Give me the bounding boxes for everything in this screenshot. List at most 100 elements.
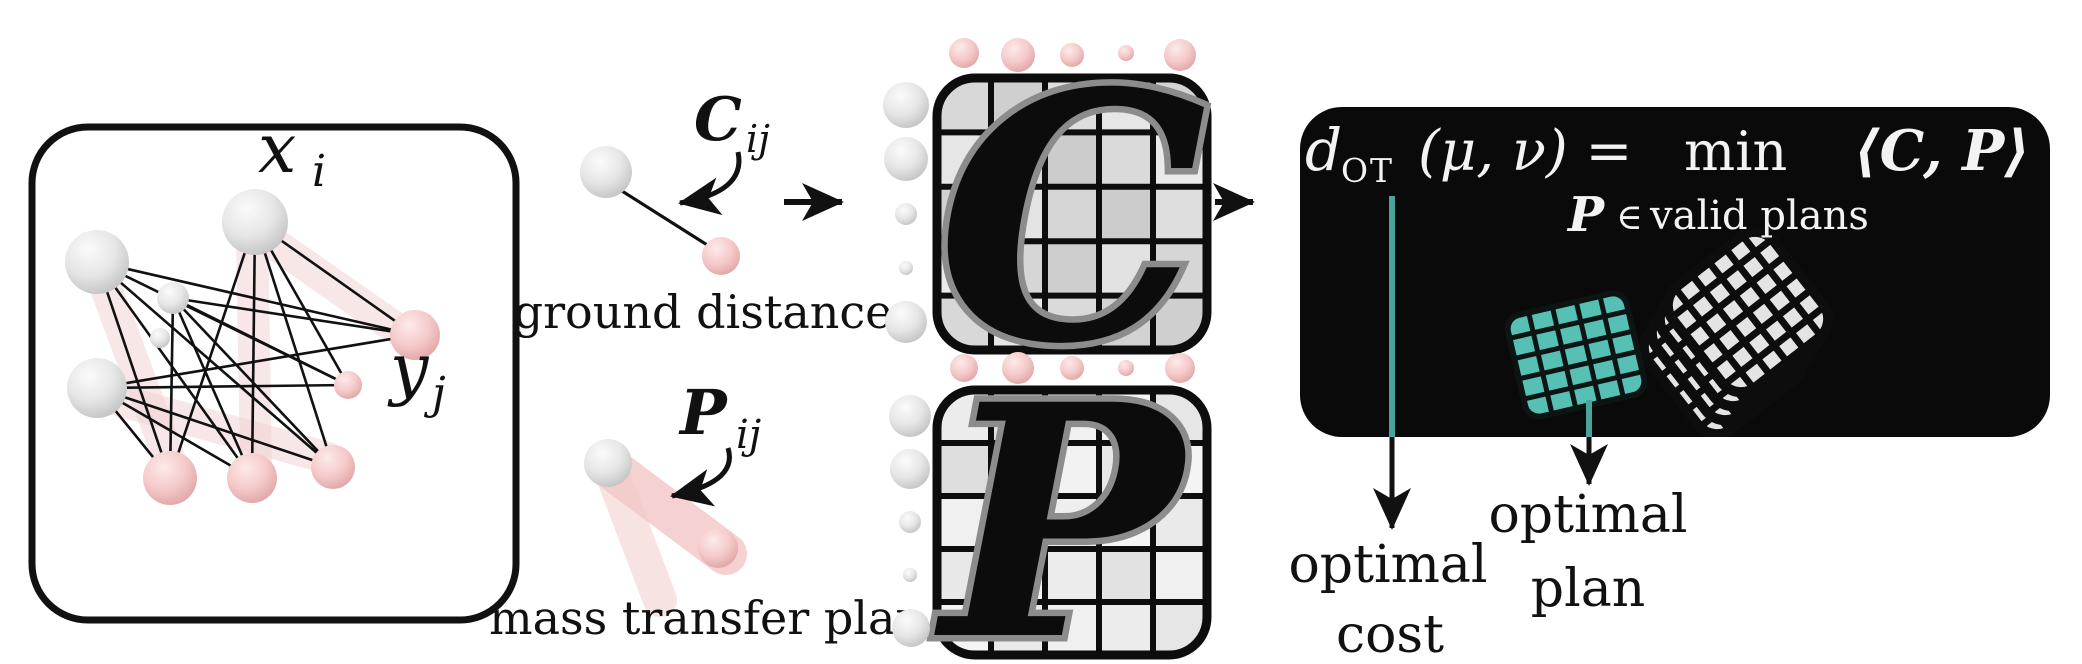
optimal-plan-grid-cell: [1537, 347, 1567, 374]
plan-grid-cell: [1153, 549, 1207, 602]
cost-grid-cell: [1099, 295, 1153, 350]
bipartite-edge: [96, 333, 416, 390]
pink-sphere: [334, 371, 362, 399]
plan-grid-cell: [937, 443, 991, 496]
constraint-p: P: [1566, 187, 1606, 243]
plan-grid-cell: [937, 496, 991, 549]
ground-distance-caption: ground distance: [514, 285, 893, 339]
ot-formula-panel: d OT (μ, ν) = min ⟨C, P⟩ P ∈ valid plans: [1300, 107, 2050, 437]
optimal-plan-matrix: [1504, 290, 1648, 420]
cost-source-dot: [885, 301, 927, 343]
optimal-plan-grid-gridline: [1597, 295, 1626, 398]
bipartite-edge: [253, 221, 335, 468]
plan-grid-cell: [991, 496, 1045, 549]
cost-grid-cell: [1045, 132, 1099, 187]
bipartite-edge: [95, 261, 254, 479]
optimal-plan-grid-gridline: [1549, 306, 1579, 409]
valid-plan-layer-gridline: [1708, 286, 1814, 371]
pink-sphere: [698, 528, 738, 568]
plan-source-dot: [892, 609, 930, 647]
optimal-plan-grid-cell: [1561, 342, 1591, 368]
cost-target-dot: [1164, 39, 1196, 71]
plan-source-dot: [899, 511, 921, 533]
optimal-plan-grid: [1504, 290, 1648, 420]
ot-formula-panel-background: [1300, 107, 2050, 437]
optimal-plan-grid-cell: [1533, 327, 1562, 354]
x-label: x: [258, 110, 296, 189]
formula-d: d: [1305, 116, 1342, 184]
cost-target-dot: [949, 38, 979, 68]
gray-sphere: [150, 328, 170, 348]
optimal-plan-grid-cell: [1590, 356, 1619, 383]
plan-grid-cells: [937, 390, 1207, 655]
plan-target-dot: [950, 354, 978, 382]
bipartite-edge: [96, 386, 334, 469]
bipartite-edge: [95, 261, 172, 479]
pink-sphere: [702, 237, 740, 275]
plan-grid-cell: [1099, 443, 1153, 496]
bipartite-edge: [168, 221, 257, 479]
optimal-cost-label-line1: optimal: [1288, 535, 1487, 595]
cost-grid-cell: [1045, 186, 1099, 242]
cost-target-dot: [1118, 45, 1134, 61]
optimal-plan-grid-gridline: [1573, 301, 1603, 404]
cost-grid-cell: [991, 132, 1045, 187]
plan-grid-cell: [1099, 496, 1153, 549]
plan-symbol: P: [678, 376, 729, 449]
cost-grid-cell: [937, 241, 991, 296]
plan-grid-cell: [1045, 549, 1099, 602]
optimal-plan-grid-cell: [1509, 332, 1538, 359]
cost-grid-cell: [937, 186, 991, 242]
point-cloud-panel: x i y j: [28, 110, 520, 624]
optimal-plan-grid-cell: [1604, 310, 1634, 337]
plan-symbol-subscript: ij: [736, 412, 761, 458]
valid-plan-layer-gridline: [1669, 236, 1775, 321]
formula-arguments: (μ, ν) =: [1418, 119, 1632, 184]
pink-sphere: [143, 451, 197, 505]
valid-plan-layer-gridline: [1721, 303, 1827, 388]
valid-plan-layer-gridline: [1695, 269, 1801, 355]
plan-grid-cell: [1099, 549, 1153, 602]
cost-grid-cell: [1153, 132, 1207, 187]
cost-grid-cell: [1099, 132, 1153, 187]
optimal-plan-grid-gridline: [1523, 369, 1644, 402]
optimal-plan-grid-cell: [1566, 362, 1595, 389]
cost-symbol-subscript: ij: [746, 117, 770, 161]
optimal-cost-label-line2: cost: [1336, 605, 1444, 664]
optimal-plan-grid-cell: [1557, 321, 1586, 348]
bipartite-edge: [171, 297, 254, 479]
y-label: y: [387, 330, 430, 409]
cost-source-dot: [883, 82, 929, 128]
plan-grid-cell: [1045, 602, 1099, 655]
cost-source-dot: [884, 137, 928, 181]
x-subscript: i: [312, 146, 326, 197]
optimal-plan-grid-cell: [1542, 367, 1572, 394]
cost-grid-cell: [1045, 295, 1099, 350]
plan-grid-cell: [991, 390, 1045, 443]
mass-transfer-group: P ij mass transfer plan: [489, 376, 925, 645]
plan-grid-cell: [1045, 443, 1099, 496]
element-of-icon: ∈: [1616, 197, 1643, 238]
plan-matrix-letter: P: [932, 336, 1192, 664]
plan-grid-cell: [991, 602, 1045, 655]
bipartite-edge: [96, 261, 334, 468]
target-spheres: [143, 310, 440, 505]
plan-grid-cell: [1153, 496, 1207, 549]
plan-target-dot: [1118, 360, 1134, 376]
optimal-plan-grid-cell: [1585, 336, 1615, 363]
transfer-band: [591, 446, 677, 617]
plan-illustrations: [1504, 222, 1838, 437]
plan-grid-border: [932, 385, 1212, 660]
cost-target-dot: [1060, 43, 1084, 67]
plan-grid-cell: [1153, 443, 1207, 496]
plan-matrix-grid: [932, 385, 1212, 660]
cost-grid-cells: [937, 78, 1207, 350]
cost-grid-cell: [991, 241, 1045, 296]
optimal-plan-grid-gridline: [1518, 348, 1639, 382]
pink-sphere: [227, 453, 277, 503]
pink-sphere: [311, 445, 355, 489]
cost-grid-cell: [1153, 186, 1207, 242]
band: [239, 214, 426, 354]
plan-grid-cell: [991, 549, 1045, 602]
